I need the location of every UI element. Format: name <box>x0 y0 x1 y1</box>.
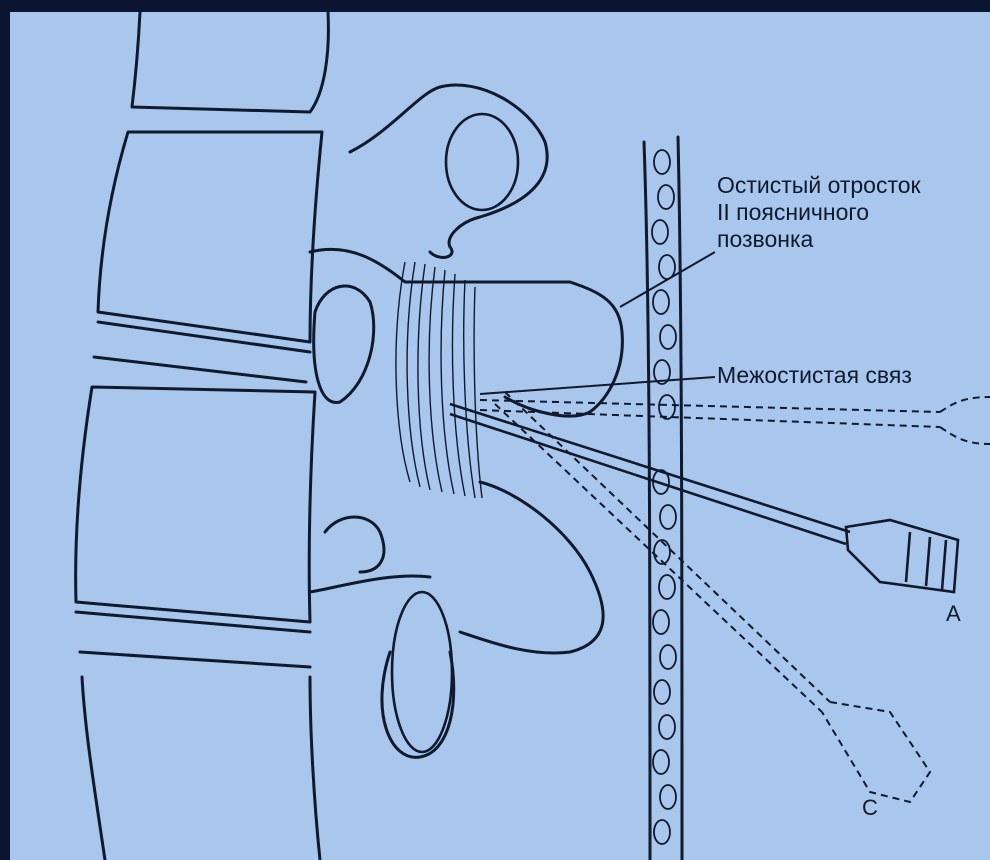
skin-layer-right <box>678 137 682 860</box>
vertebral-body-lower <box>82 677 320 860</box>
spinous-process-l2 <box>310 249 622 416</box>
book-page-photo: Остистый отросток II поясничного позвонк… <box>10 12 990 860</box>
lower-facet-oval <box>392 592 452 752</box>
lumbar-puncture-diagram <box>10 12 990 860</box>
lower-articular-process <box>325 517 384 572</box>
vertebral-body-middle <box>76 387 315 622</box>
label-spinous-process: Остистый отросток II поясничного позвонк… <box>717 172 921 253</box>
skin-cell-pattern <box>652 150 676 844</box>
label-needle-a: A <box>946 600 961 627</box>
upper-facet-oval <box>446 114 518 210</box>
label-line-1: Остистый отросток <box>717 172 921 199</box>
vertebral-body-upper <box>98 132 322 342</box>
label-interspinous-ligament: Межостистая связ <box>717 362 912 389</box>
label-line-2: II поясничного <box>717 199 921 226</box>
label-needle-c: C <box>862 794 878 821</box>
spinous-process-lower <box>460 482 603 653</box>
interspinous-ligament-fibers <box>396 262 482 498</box>
lower-pedicle <box>310 576 430 592</box>
intervertebral-disc-upper <box>94 322 310 382</box>
needle-c <box>495 392 930 802</box>
label-line-3: позвонка <box>717 226 921 253</box>
skin-layer-left <box>644 142 650 860</box>
vertebral-body-top <box>132 12 328 112</box>
middle-articular-process <box>314 286 374 402</box>
